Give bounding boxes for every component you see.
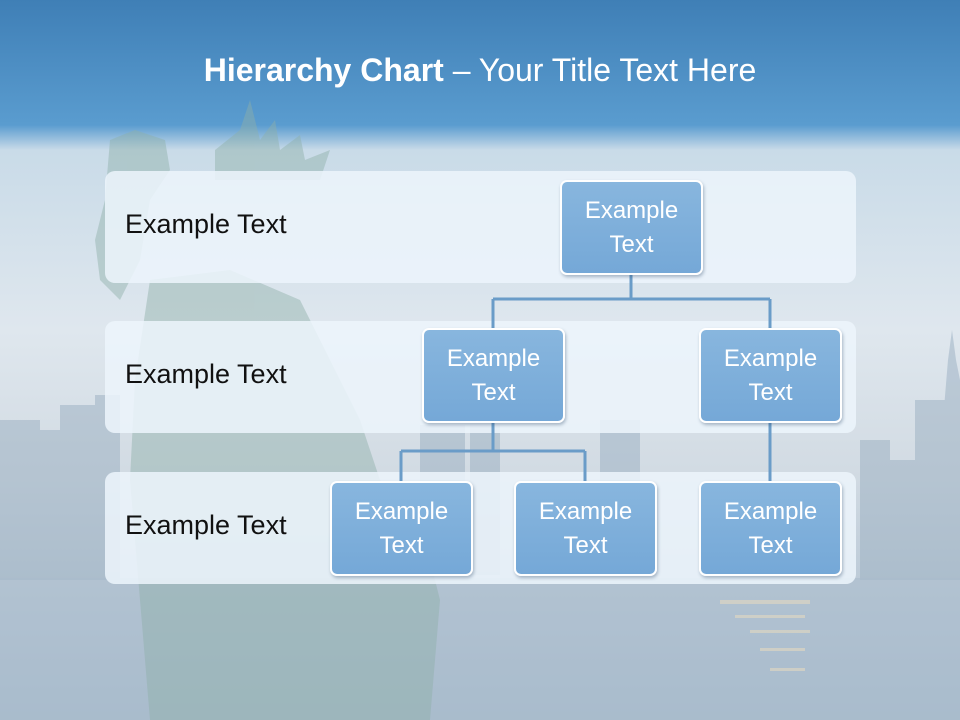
node-level2-right-text: Example Text — [723, 344, 818, 406]
level-label-2: Example Text — [125, 359, 287, 389]
node-level2-left-text: Example Text — [446, 344, 541, 406]
node-level3-c[interactable]: Example Text — [699, 481, 842, 576]
node-level3-a[interactable]: Example Text — [330, 481, 473, 576]
level-band-1 — [105, 171, 856, 283]
node-level3-c-text: Example Text — [723, 497, 818, 559]
title-bold: Hierarchy Chart — [203, 52, 444, 88]
node-level3-b[interactable]: Example Text — [514, 481, 657, 576]
node-root-text: Example Text — [584, 196, 679, 258]
level-label-3: Example Text — [125, 510, 287, 540]
node-level3-b-text: Example Text — [538, 497, 633, 559]
slide-title: Hierarchy Chart – Your Title Text Here — [0, 52, 960, 89]
node-level2-right[interactable]: Example Text — [699, 328, 842, 423]
level-label-1: Example Text — [125, 209, 287, 239]
node-level3-a-text: Example Text — [354, 497, 449, 559]
title-rest: – Your Title Text Here — [452, 52, 757, 88]
node-level2-left[interactable]: Example Text — [422, 328, 565, 423]
node-root[interactable]: Example Text — [560, 180, 703, 275]
